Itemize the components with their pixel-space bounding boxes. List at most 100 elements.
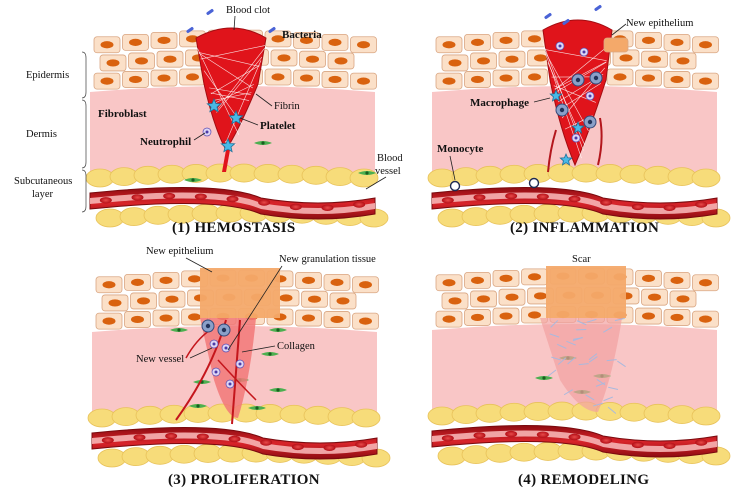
fibrin-strand [216, 56, 263, 113]
cell-nucleus [302, 276, 315, 284]
red-blood-cell [131, 194, 144, 201]
collagen-fiber [588, 356, 598, 363]
red-blood-cell [568, 195, 581, 203]
cell-nucleus [534, 54, 547, 62]
fibrin-strand [213, 84, 254, 104]
label-monocyte: Monocyte [437, 143, 484, 155]
collagen-fiber [557, 357, 567, 365]
platelet-icon [220, 137, 236, 153]
cell-nucleus [357, 41, 370, 49]
cell-nucleus [129, 38, 142, 46]
bacteria-icon [268, 27, 276, 33]
platelet-icon [571, 120, 585, 134]
cell-nucleus [471, 38, 484, 46]
collagen-fiber [606, 359, 617, 362]
cell-nucleus [442, 315, 456, 323]
cell-nucleus [471, 313, 484, 322]
cell-nucleus [106, 59, 120, 67]
label-bacteria: Bacteria [282, 29, 322, 41]
cell-nucleus [676, 57, 690, 65]
neutrophil-nucleus [588, 94, 592, 98]
red-blood-cell [196, 433, 209, 440]
cell-nucleus [477, 295, 490, 303]
cell-nucleus [186, 73, 199, 81]
new-vessel [231, 319, 241, 425]
red-blood-cell [568, 433, 581, 441]
fat-cell [691, 406, 721, 426]
monocyte-cell [528, 177, 540, 189]
fibrin-strand [209, 87, 251, 95]
collagen-fiber [566, 340, 576, 346]
red-blood-cell [194, 193, 207, 200]
platelet-icon [228, 109, 244, 125]
cell-nucleus [300, 74, 313, 82]
red-blood-cell [536, 431, 549, 438]
red-blood-cell [165, 432, 178, 440]
red-blood-cell [163, 192, 176, 200]
platelet-icon [559, 152, 573, 166]
cell-nucleus [328, 38, 342, 46]
cell-nucleus [670, 75, 684, 84]
cell-nucleus [499, 36, 513, 44]
collagen-fiber [608, 386, 619, 390]
cell-nucleus [100, 41, 114, 49]
fibroblast-nucleus [261, 141, 265, 145]
platelet-icon [206, 97, 222, 113]
label-subcutaneous: Subcutaneous [14, 176, 72, 187]
cell-nucleus [357, 77, 370, 85]
cell-nucleus [699, 315, 712, 323]
cell-nucleus [359, 281, 372, 289]
collagen-fiber [572, 337, 583, 342]
title-remodeling: (4) REMODELING [518, 472, 649, 488]
collagen-fiber [614, 317, 625, 322]
cell-nucleus [277, 54, 291, 62]
cell-nucleus [442, 77, 456, 85]
red-blood-cell [355, 441, 368, 448]
fibrin-strand [212, 92, 252, 101]
blood-clot-2 [542, 19, 613, 167]
neutrophil-nucleus [205, 130, 209, 134]
cell-nucleus [505, 55, 519, 63]
monocyte-cell [449, 180, 461, 192]
red-blood-cell [99, 197, 112, 204]
fat-cell [351, 408, 381, 428]
collagen-fiber [595, 382, 606, 387]
fibrin-strand [197, 48, 240, 136]
red-blood-cell [258, 199, 271, 206]
panel-1-labels: Blood clot Bacteria Fibroblast Fibrin Pl… [98, 5, 403, 236]
cell-nucleus [102, 317, 116, 325]
cell-nucleus [534, 292, 547, 300]
cell-nucleus [448, 59, 462, 67]
red-blood-cell [695, 439, 708, 446]
new-vessel [217, 359, 257, 401]
collagen-fiber [550, 320, 559, 328]
fibroblast-nucleus [276, 388, 280, 392]
cell-nucleus [528, 311, 541, 319]
panel-remodeling [427, 266, 731, 466]
label-blood-vessel: Blood [377, 153, 403, 164]
cell-nucleus [330, 278, 344, 286]
macrophage-nucleus [587, 119, 593, 125]
fibroblast-nucleus [542, 376, 546, 380]
fibrin-strand [200, 45, 266, 60]
remodeled-tissue [540, 318, 622, 412]
cell-nucleus [135, 57, 148, 65]
collagen-fiber [576, 320, 587, 326]
cell-nucleus [271, 73, 285, 81]
red-blood-cell [473, 432, 486, 439]
neutrophil-nucleus [574, 136, 578, 140]
red-blood-cell [291, 443, 304, 451]
cell-nucleus [330, 315, 344, 324]
fibrin-strand [198, 52, 253, 89]
red-blood-cell [289, 203, 302, 211]
cell-nucleus [131, 315, 144, 324]
label-fibroblast: Fibroblast [98, 108, 147, 120]
panel-inflammation [427, 5, 731, 228]
neutrophil-nucleus [214, 370, 218, 374]
collagen-fiber [603, 396, 614, 402]
collagen-fiber [596, 379, 606, 386]
panel-4-labels: Scar (4) REMODELING [518, 254, 649, 488]
label-blood-clot: Blood clot [226, 5, 270, 16]
fibroblast-nucleus [177, 328, 181, 332]
collagen-fiber [603, 326, 613, 333]
